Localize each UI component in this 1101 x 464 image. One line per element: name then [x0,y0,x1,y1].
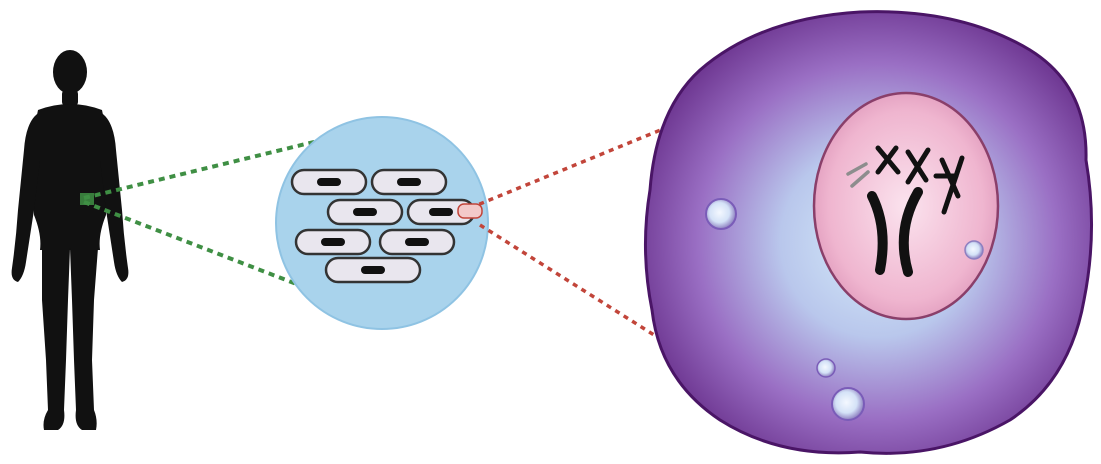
tissue-cell-nucleus [321,238,345,246]
tissue-cell-nucleus [405,238,429,246]
tissue-cell-nucleus [429,208,453,216]
tissue-cells-icon [276,117,488,329]
tissue-cell-nucleus [317,178,341,186]
nuclear-vesicle [965,241,983,259]
cytoplasm-vesicle [832,388,864,420]
human-silhouette-icon [12,50,129,430]
tissue-cell-nucleus [353,208,377,216]
cytoplasm-vesicle [817,359,835,377]
body-sample-marker [80,193,94,205]
cell-icon [645,12,1091,454]
tissue-sample-cell-marker [458,204,482,218]
cytoplasm-vesicle [706,199,736,229]
tissue-cell-nucleus [361,266,385,274]
tissue-cell-nucleus [397,178,421,186]
